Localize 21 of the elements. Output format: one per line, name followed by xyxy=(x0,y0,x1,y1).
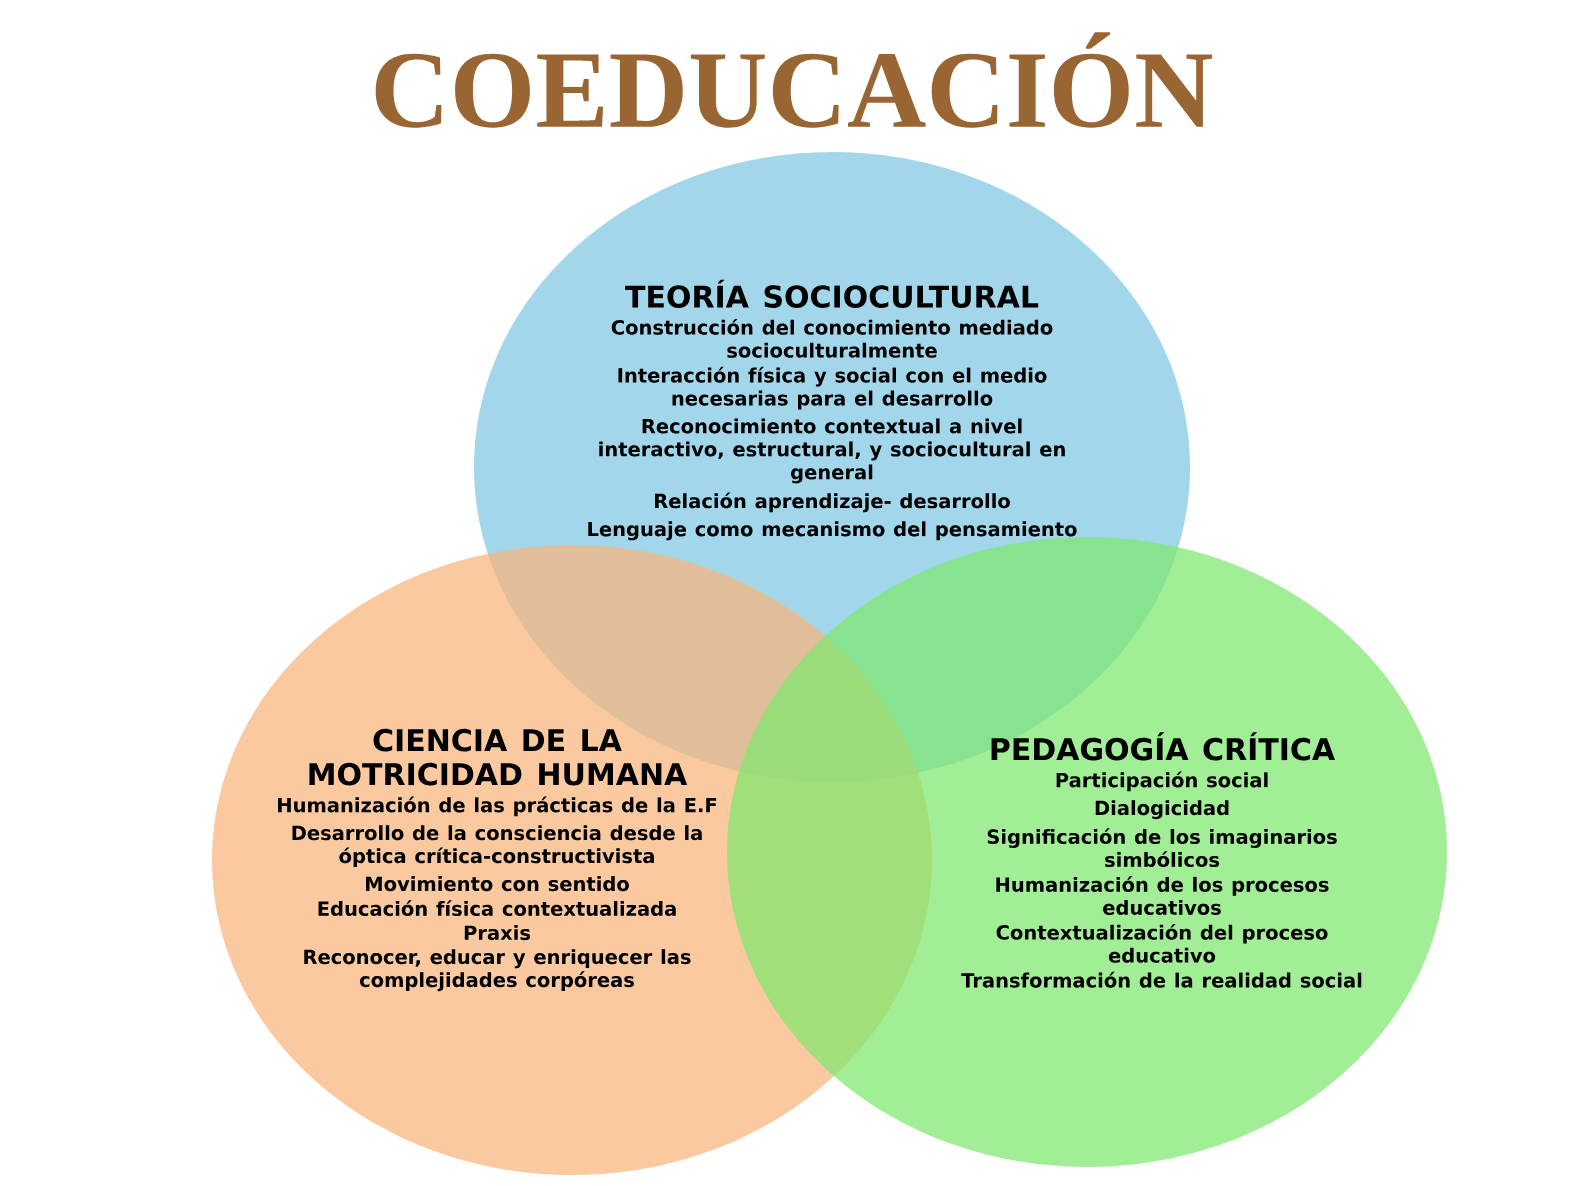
item-text: Relación aprendizaje- desarrollo xyxy=(655,492,1010,513)
circle-heading: CIENCIA DE LA MOTRICIDAD HUMANA xyxy=(309,728,688,786)
item-text: Reconocimiento contextual a nivel interactivo, estructural, y sociocultural en general xyxy=(599,418,1065,484)
item-text: Humanización de los procesos educativos xyxy=(996,876,1329,915)
circle-heading: PEDAGOGÍA CRÍTICA xyxy=(991,732,1335,761)
item-text: Contextualización del proceso educativo xyxy=(996,923,1328,963)
item-text: Significación de los imaginarios simbólicos xyxy=(987,828,1337,868)
circle-heading: TEORÍA SOCIOCULTURAL xyxy=(625,279,1039,308)
item-text: Construcción del conocimiento mediado socioculturalmente xyxy=(611,318,1053,358)
item-text: Lenguaje como mecanismo del pensamiento xyxy=(588,521,1077,541)
item-text: Desarrollo de la consciencia desde la óptica crítica-constructivista xyxy=(292,825,702,868)
item-text: Transformación de la realidad social xyxy=(961,971,1362,988)
item-text: Interacción física y social con el medio necesarias para el desarrollo xyxy=(618,366,1047,410)
item-text: Humanización de las prácticas de la E.F xyxy=(278,796,717,817)
item-text: Dialogicidad xyxy=(1095,800,1229,820)
item-text: Participación social xyxy=(1056,771,1268,792)
item-text: Praxis xyxy=(464,925,531,941)
item-text: Movimiento con sentido xyxy=(366,876,629,892)
title: COEDUCACIÓN xyxy=(375,32,1213,128)
item-text: Reconocer, educar y enriquecer las complejidades corpóreas xyxy=(304,949,691,992)
item-text: Educación física contextualizada xyxy=(318,900,676,917)
